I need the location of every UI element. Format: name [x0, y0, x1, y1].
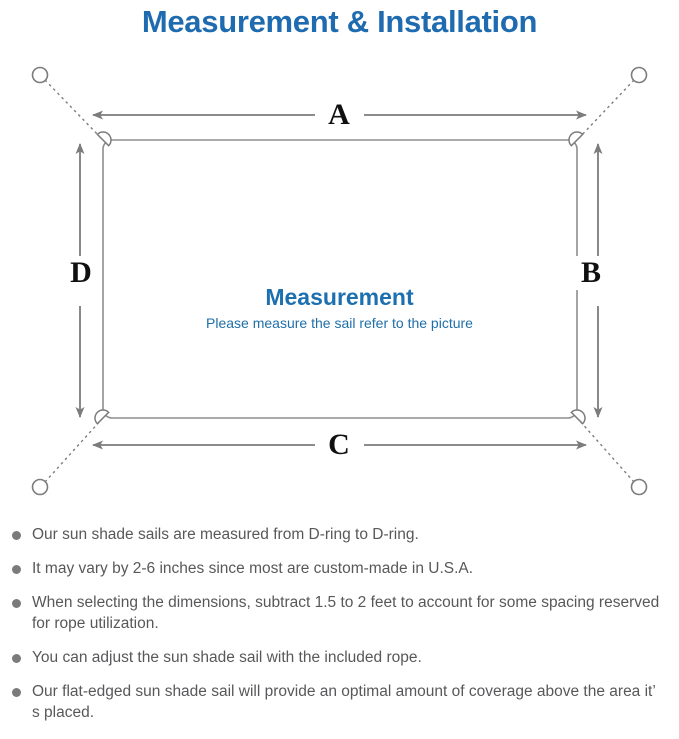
bullet-icon [12, 654, 21, 663]
note-text: When selecting the dimensions, subtract … [32, 594, 660, 632]
rope-top-left [44, 79, 102, 139]
d-ring-bottom-right [570, 409, 586, 425]
note-text: You can adjust the sun shade sail with t… [32, 649, 422, 666]
sun-shade-sail-measurement-diagram: Measurement Please measure the sail refe… [0, 44, 679, 514]
note-text: Our flat-edged sun shade sail will provi… [32, 683, 656, 721]
bullet-icon [12, 688, 21, 697]
rope-bottom-left [44, 419, 102, 483]
note-text: It may vary by 2-6 inches since most are… [32, 560, 474, 577]
dimension-label-a: A [316, 98, 362, 132]
anchor-point-top-right [630, 66, 648, 84]
bullet-icon [12, 531, 21, 540]
bullet-icon [12, 565, 21, 574]
diagram-svg [31, 66, 648, 496]
anchor-point-top-left [31, 66, 49, 84]
list-item: Our sun shade sails are measured from D-… [0, 524, 679, 545]
dimension-label-c: C [316, 428, 362, 462]
list-item: When selecting the dimensions, subtract … [0, 592, 679, 634]
page-title: Measurement & Installation [141, 4, 538, 39]
d-ring-top-left [96, 131, 112, 147]
anchor-point-bottom-left [31, 478, 49, 496]
notes-list: Our sun shade sails are measured from D-… [0, 524, 679, 736]
rope-top-right [578, 79, 635, 139]
rope-bottom-right [578, 419, 635, 483]
d-ring-bottom-left [94, 409, 110, 425]
sail-body [102, 139, 578, 419]
anchor-point-bottom-right [630, 478, 648, 496]
dimension-label-d: D [64, 256, 98, 290]
list-item: It may vary by 2-6 inches since most are… [0, 558, 679, 579]
note-text: Our sun shade sails are measured from D-… [32, 526, 419, 543]
d-ring-top-right [568, 131, 584, 147]
dimension-label-b: B [574, 256, 608, 290]
list-item: Our flat-edged sun shade sail will provi… [0, 681, 679, 723]
bullet-icon [12, 599, 21, 608]
list-item: You can adjust the sun shade sail with t… [0, 647, 679, 668]
